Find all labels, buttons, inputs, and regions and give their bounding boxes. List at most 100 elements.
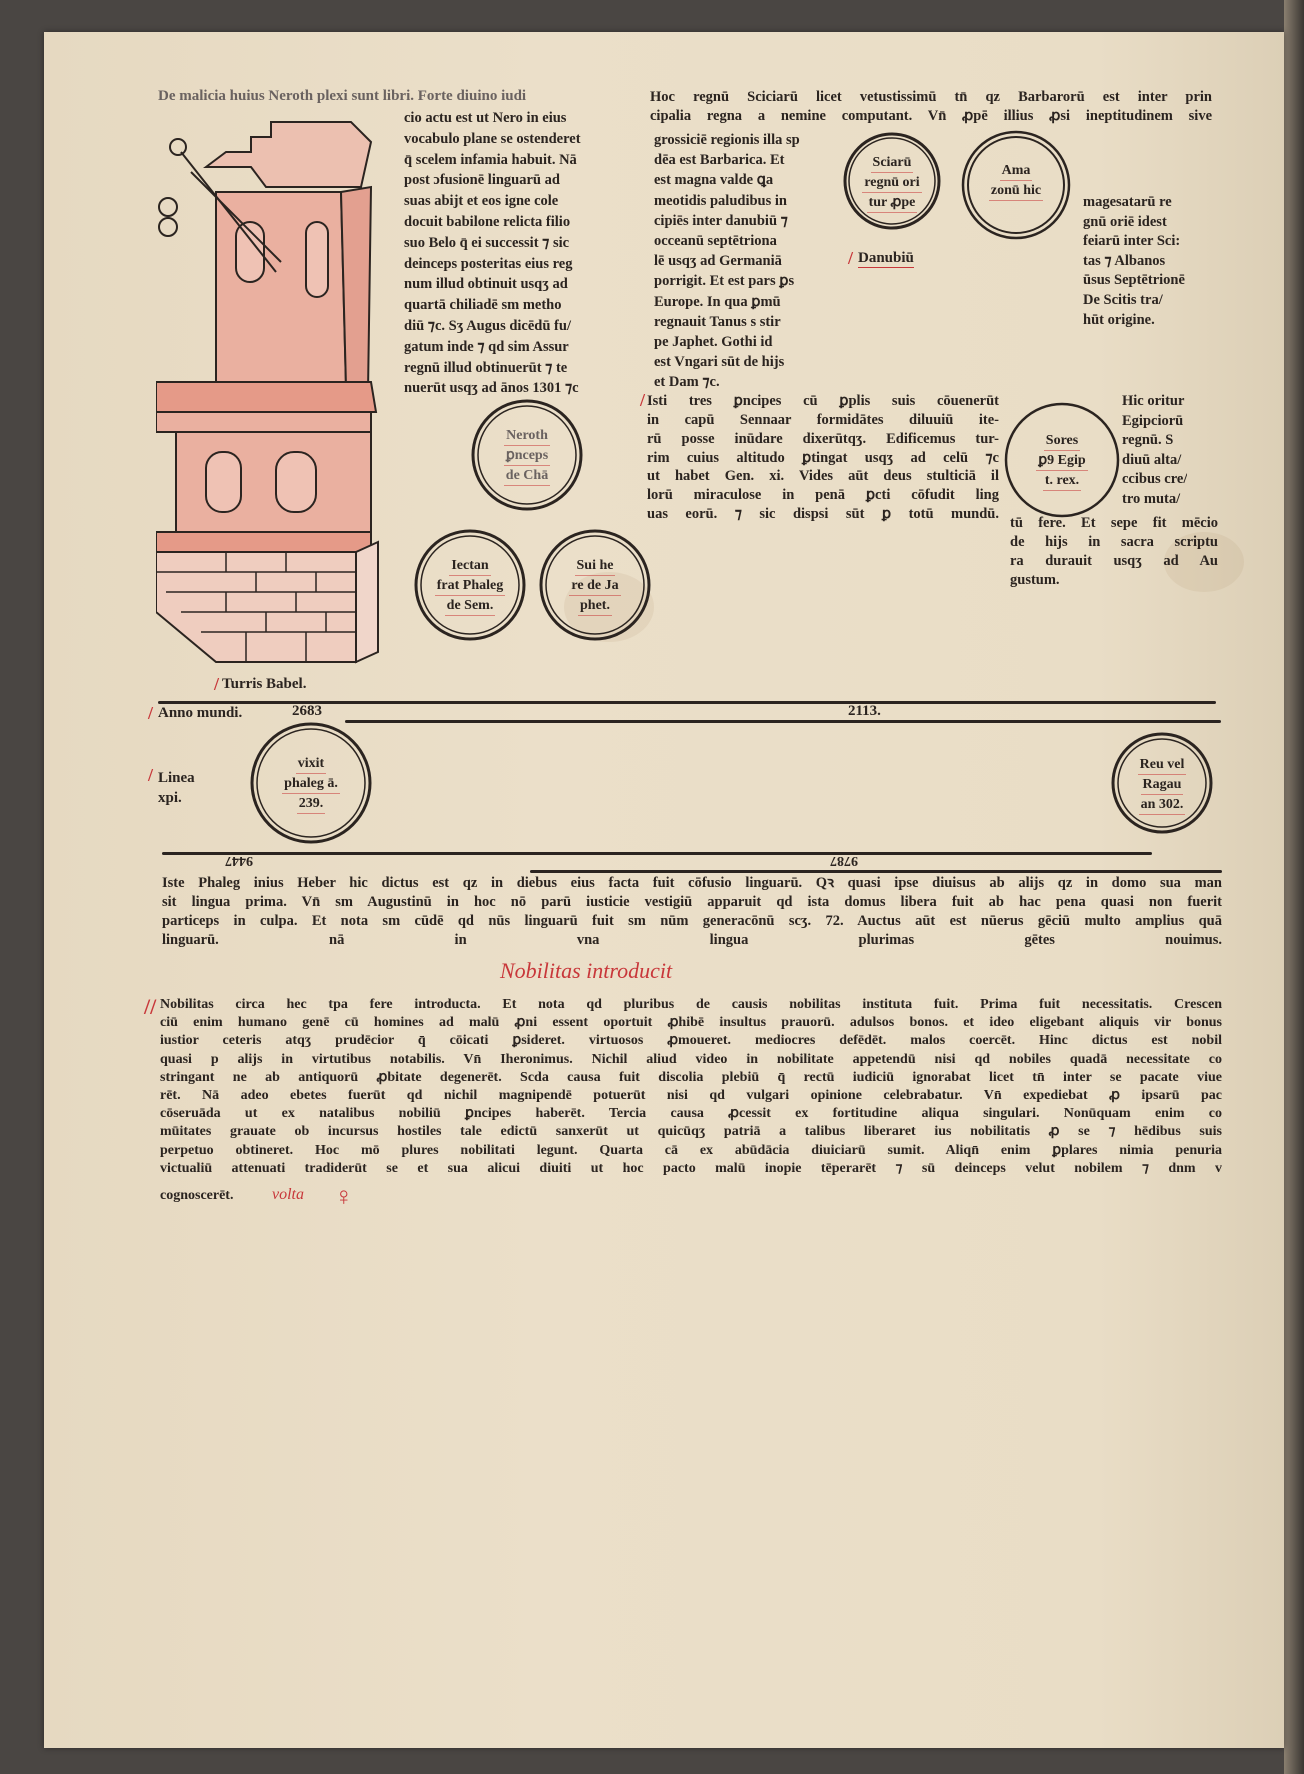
text-line: quasi p alijs in virtutibus notabilis. V… xyxy=(160,1051,1222,1067)
text-line: Europe. In qua ꝑmū xyxy=(654,293,781,310)
text-line: Linea xyxy=(158,770,195,786)
text-line: mūitates grauate ob incursus hostiles ta… xyxy=(160,1124,1222,1140)
text-line: est Vngari sūt de hijs xyxy=(654,354,785,371)
scythia-heading: Hoc regnū Sciciarū licet vetustissimū tn… xyxy=(650,86,1212,124)
text-line: Nobilitas circa hec tpa fere introducta.… xyxy=(160,997,1222,1012)
text-line: ūsus Septētrionē xyxy=(1083,272,1185,289)
section-heading: Nobilitas introducit xyxy=(500,958,673,983)
text-line: grossiciē regionis illa sp xyxy=(654,132,800,148)
linea-christi-label: Linea xpi. xyxy=(158,768,195,808)
text-line: pe Japhet. Gothi id xyxy=(654,334,773,351)
adjacent-page-edge xyxy=(1284,0,1304,1774)
nobilitas-paragraph: Nobilitas circa hec tpa fere introducta.… xyxy=(160,995,1222,1177)
text-line: Egipciorū xyxy=(1122,412,1184,429)
text-line: vocabulo plane se ostenderet xyxy=(404,130,581,147)
text-line: de Sem. xyxy=(444,596,496,616)
danubius-label: Danubiū xyxy=(858,250,914,268)
text-line: Sciarū xyxy=(870,153,914,173)
text-line: particeps in culpa. Et nota sm cūdē qd n… xyxy=(162,912,1222,929)
timeline-rule xyxy=(162,852,1152,855)
text-line: in capū Sennaar formidātes diluuiū ite- xyxy=(647,411,999,428)
text-line: hūt origine. xyxy=(1083,311,1155,328)
text-line: uas eorū. ⁊ sic dispsi sūt ꝑ totū mundū. xyxy=(647,506,999,523)
text-line: et Dam ⁊c. xyxy=(654,374,720,391)
text-line: regnū illud obtinuerūt ⁊ te xyxy=(404,359,568,376)
neroth-heading-line: De malicia huius Neroth plexi sunt libri… xyxy=(158,88,648,105)
text-line: De malicia huius Neroth plexi sunt libri… xyxy=(158,88,527,104)
nobilitas-last-line: cognoscerēt. xyxy=(160,1188,234,1203)
text-line: phaleg ā. xyxy=(282,774,340,794)
text-line: stringant ne ab antiquorū ꝓbitate degene… xyxy=(160,1069,1222,1085)
text-line: cipiēs inter danubiū ⁊ xyxy=(654,212,788,229)
text-line: de hijs in sacra scriptu xyxy=(1010,533,1218,550)
text-line: xpi. xyxy=(158,790,182,806)
text-line: porrigit. Et est pars ꝑs xyxy=(654,273,795,290)
text-line: De Scitis tra/ xyxy=(1083,291,1163,308)
tower-of-babel-woodcut xyxy=(156,121,379,664)
text-line: Iectan xyxy=(449,556,491,576)
text-line: quartā chiliadē sm metho xyxy=(404,297,562,314)
text-line: diū ⁊c. Sʒ Augus dicēdū fu/ xyxy=(404,317,571,334)
text-line: Hic oritur xyxy=(1122,393,1185,409)
text-line: lē usqʒ ad Germaniā xyxy=(654,253,782,270)
text-line: rim cuius altitudo ꝑtingat usqʒ ad celū … xyxy=(647,449,999,466)
text-line: phet. xyxy=(578,596,612,616)
neroth-column: cio actu est ut Nero in eius vocabulo pla… xyxy=(404,108,581,399)
text-line: iustior ceteris atqʒ prudēcior q̄ cōicat… xyxy=(160,1033,1222,1049)
text-line: Isti tres ꝑncipes cū ꝑplis suis cōuenerū… xyxy=(647,393,999,409)
isti-paragraph: Isti tres ꝑncipes cū ꝑplis suis cōuenerū… xyxy=(647,392,999,524)
text-line: rū posse inūdare dixerūtqʒ. Edificemus t… xyxy=(647,430,999,447)
text-line: an 302. xyxy=(1138,795,1186,815)
text-line: Hoc regnū Sciciarū licet vetustissimū tn… xyxy=(650,89,1212,105)
cross-symbol-icon: ♀ xyxy=(334,1182,354,1211)
text-line: gnū oriē idest xyxy=(1083,213,1167,230)
text-line: ccibus cre/ xyxy=(1122,471,1188,487)
text-line: ꝑ9 Egip xyxy=(1036,451,1088,471)
text-line: gustum. xyxy=(1010,571,1060,588)
text-line: lorū miraculose in penā ꝑcti cōfudit lin… xyxy=(647,487,999,504)
text-line: Neroth xyxy=(504,426,550,446)
anno-mundi-year: 2683 xyxy=(292,703,322,719)
text-line: tro muta/ xyxy=(1122,490,1181,507)
text-line: vixit xyxy=(295,754,327,774)
text-line: regnū ori xyxy=(862,173,922,193)
text-line: est magna valde ꝗa xyxy=(654,172,774,189)
text-line: Sores xyxy=(1043,431,1081,451)
text-line: rēt. Nā adeo ebetes fuerūt qd nichil mag… xyxy=(160,1087,1222,1103)
volta-catchword: volta xyxy=(272,1186,304,1203)
text-line: post ɔfusionē linguarū ad xyxy=(404,172,560,189)
text-line: zonū hic xyxy=(988,181,1044,201)
text-line: q̄ scelem infamia habuit. Nā xyxy=(404,151,577,168)
text-line: Sui he xyxy=(574,556,616,576)
text-line: sit lingua prima. Vn̄ sm Augustinū in ho… xyxy=(162,893,1222,910)
text-line: frat Phaleg xyxy=(434,576,506,596)
text-line: re de Ja xyxy=(569,576,621,596)
text-line: 239. xyxy=(296,794,326,814)
text-line: Ama xyxy=(999,161,1033,181)
text-line: ut habet Gen. xi. Vides aūt deus stultic… xyxy=(647,468,999,485)
text-line: de Chā xyxy=(503,466,551,486)
text-line: diuū alta/ xyxy=(1122,451,1182,468)
text-line: docuit babilone relicta filio xyxy=(404,213,571,230)
text-line: dēa est Barbarica. Et xyxy=(654,152,785,169)
tower-caption: Turris Babel. xyxy=(222,676,307,692)
timeline-number: 9447 xyxy=(225,853,253,868)
timeline-number: 9787 xyxy=(830,853,858,868)
text-line: regnū. S xyxy=(1122,432,1174,448)
text-line: Reu vel xyxy=(1137,755,1187,775)
text-line: Ragau xyxy=(1140,775,1184,795)
text-line: cio actu est ut Nero in eius xyxy=(404,110,567,126)
text-line: occeanū septētriona xyxy=(654,233,777,250)
text-line: magesatarū re xyxy=(1083,194,1172,210)
text-line: victualiū attenuati tradiderūt se et sua… xyxy=(160,1160,1222,1176)
